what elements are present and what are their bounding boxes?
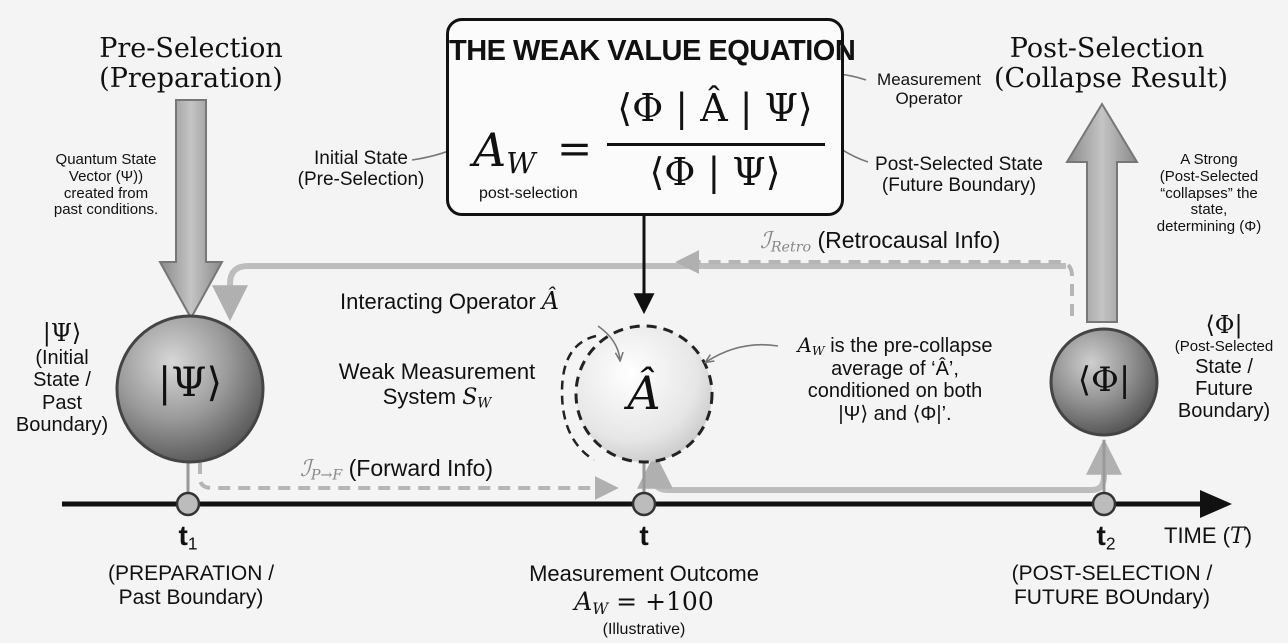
t-marker — [631, 491, 657, 517]
t2-label: t2 — [1096, 520, 1116, 554]
equation-lhs: AW — [473, 123, 536, 181]
pointer-aw-explain — [706, 343, 779, 362]
quantum-state-vector-label: Quantum State Vector (Ψ)) created from p… — [53, 151, 159, 219]
measurement-outcome-value: AW = +100 — [574, 587, 714, 618]
equation-title: THE WEAK VALUE EQUATION — [449, 35, 856, 67]
equation-denominator: ⟨Φ | Ψ⟩ — [649, 150, 781, 194]
retrocausal-info-label: ℐRetro (Retrocausal Info) — [760, 227, 1001, 256]
t-label: t — [639, 520, 649, 551]
time-axis-label: TIME (T) — [1164, 523, 1253, 549]
pre-selection-header: Pre-Selection (Preparation) — [99, 33, 283, 95]
t1-label: t1 — [178, 520, 198, 554]
post-selected-state-label: Post-Selected State (Future Boundary) — [875, 154, 1043, 197]
initial-state-label: Initial State (Pre-Selection) — [297, 148, 425, 191]
equation-under-label: post-selection — [479, 185, 578, 202]
interacting-operator-label: Interacting Operator Â — [340, 287, 560, 315]
phi-side-label: ⟨Φ| (Post-Selected State / Future Bounda… — [1174, 311, 1274, 423]
illustrative-note: (Illustrative) — [602, 621, 686, 638]
t2-description: (POST-SELECTION / FUTURE BOUndary) — [1011, 562, 1213, 609]
measurement-outcome-label: Measurement Outcome — [529, 561, 759, 586]
weak-value-equation-box: THE WEAK VALUE EQUATION AW = ⟨Φ | Â | Ψ⟩… — [446, 18, 856, 216]
operator-sphere-label: Â — [627, 366, 661, 420]
equation-equals: = — [557, 124, 593, 173]
measurement-operator-label: Measurement Operator — [877, 70, 981, 109]
operator-sphere — [560, 324, 714, 464]
equation-numerator: ⟨Φ | Â | Ψ⟩ — [617, 86, 813, 130]
equation-fraction-bar — [607, 143, 825, 146]
psi-side-label: |Ψ⟩ (Initial State / Past Boundary) — [15, 319, 109, 437]
t1-description: (PREPARATION / Past Boundary) — [107, 562, 275, 609]
t2-marker — [1091, 491, 1117, 517]
retro-dashed-arrow — [675, 250, 1074, 316]
weak-system-label: Weak Measurement System SW — [338, 359, 536, 412]
strong-collapse-label: A Strong (Post-Selected “collapses” the … — [1156, 151, 1262, 236]
phi-sphere-label: ⟨Φ| — [1077, 360, 1131, 400]
pointer-interacting-operator — [597, 325, 620, 360]
psi-sphere — [115, 314, 265, 464]
aw-explanation-label: AW is the pre-collapse average of ‘Â’, c… — [797, 333, 993, 425]
phi-sphere — [1049, 327, 1159, 437]
forward-info-label: ℐP→F (Forward Info) — [300, 455, 494, 484]
psi-sphere-label: |Ψ⟩ — [157, 360, 223, 406]
post-selection-arrow — [1065, 102, 1139, 323]
post-selection-header: Post-Selection (Collapse Result) — [994, 33, 1229, 95]
forward-dashed-arrow — [198, 462, 619, 500]
t1-marker — [175, 491, 201, 517]
pre-selection-arrow — [158, 99, 224, 321]
